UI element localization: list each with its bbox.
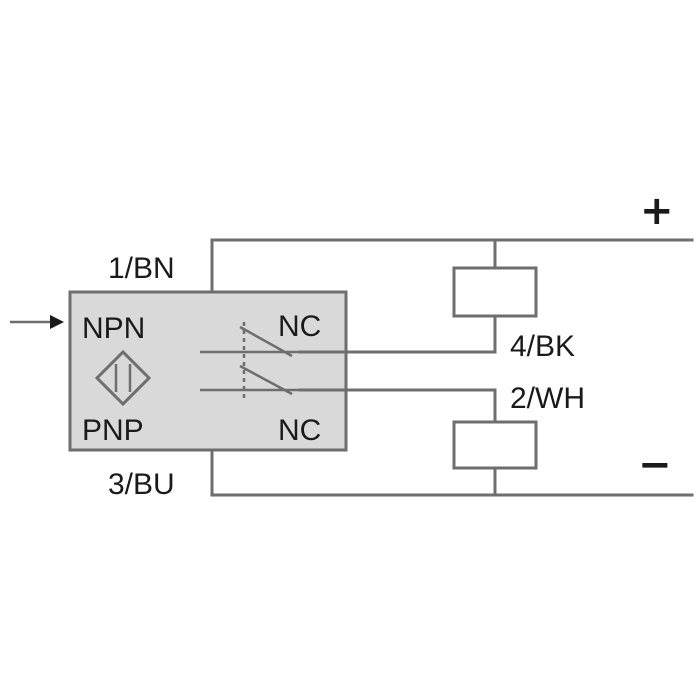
output-upper-label: 4/BK: [510, 330, 575, 363]
inductive-sensor-icon: [94, 349, 152, 407]
load-coil-icon: [452, 420, 538, 470]
sensor-type-top-label: NPN: [82, 312, 145, 345]
contact-lower-label: NC: [278, 414, 321, 447]
pin-bottom-label: 3/BU: [108, 468, 175, 501]
output-lower-label: 2/WH: [510, 382, 585, 415]
sensor-type-bottom-label: PNP: [82, 414, 144, 447]
positive-terminal-label: +: [640, 188, 674, 234]
load-coil-icon: [452, 266, 538, 318]
input-arrow-icon: [10, 315, 64, 329]
switch-contacts: [200, 322, 300, 398]
negative-terminal-label: −: [638, 442, 672, 488]
contact-upper-label: NC: [278, 310, 321, 343]
pin-top-label: 1/BN: [108, 252, 175, 285]
